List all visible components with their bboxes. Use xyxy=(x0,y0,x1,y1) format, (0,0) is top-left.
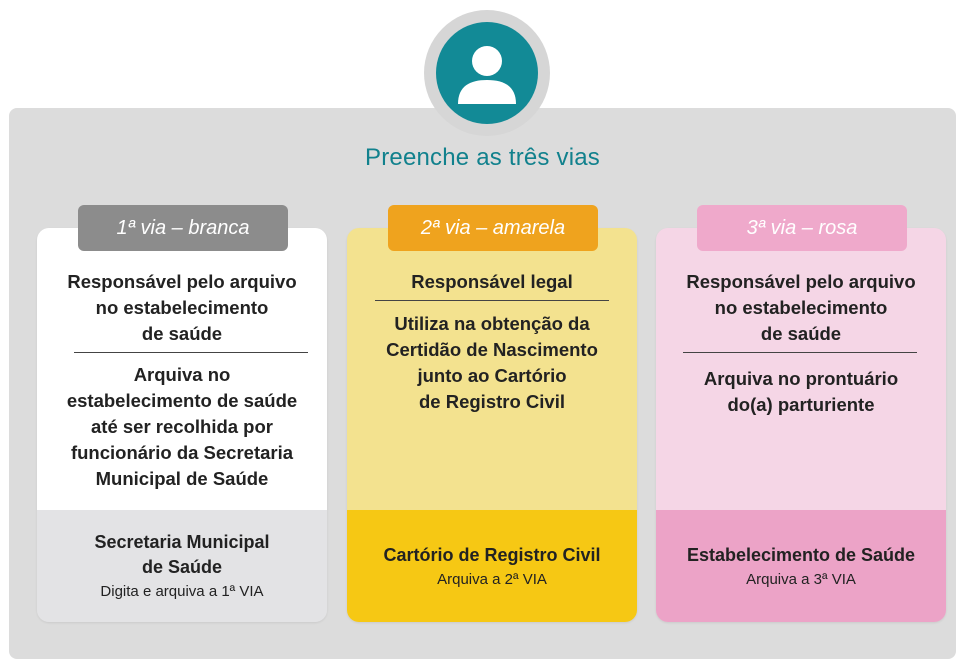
user-icon xyxy=(436,22,538,124)
card-second-copy: Responsável legal Utiliza na obtenção da… xyxy=(347,228,637,622)
card-first-copy-divider xyxy=(74,352,308,353)
card-third-copy-destination-note: Arquiva a 3ª VIA xyxy=(746,570,856,588)
card-first-copy-destination-note: Digita e arquiva a 1ª VIA xyxy=(100,583,264,600)
card-first-copy-destination-box: Secretaria Municipal de Saúde Digita e a… xyxy=(37,510,327,622)
card-first-copy: Responsável pelo arquivo no estabelecime… xyxy=(37,228,327,622)
card-second-copy-role: Responsável legal xyxy=(411,271,573,292)
tab-second-copy-yellow: 2ª via – amarela xyxy=(388,205,598,251)
card-second-copy-destination-box: Cartório de Registro Civil Arquiva a 2ª … xyxy=(347,510,637,622)
card-third-copy: Responsável pelo arquivo no estabelecime… xyxy=(656,228,946,622)
diagram-title: Preenche as três vias xyxy=(365,144,600,171)
card-second-copy-destination-note: Arquiva a 2ª VIA xyxy=(437,570,547,588)
tab-first-copy-white: 1ª via – branca xyxy=(78,205,288,251)
card-second-copy-upper: Responsável legal Utiliza na obtenção da… xyxy=(347,228,637,510)
card-second-copy-destination: Cartório de Registro Civil xyxy=(383,544,601,565)
card-third-copy-destination: Estabelecimento de Saúde xyxy=(686,544,916,565)
card-third-copy-role: Responsável pelo arquivo no estabelecime… xyxy=(686,271,916,344)
tab-third-copy-pink: 3ª via – rosa xyxy=(697,205,907,251)
card-second-copy-divider xyxy=(375,300,609,301)
card-first-copy-action: Arquiva no estabelecimento de saúde até … xyxy=(66,364,298,489)
card-second-copy-action: Utiliza na obtenção da Certidão de Nasci… xyxy=(386,313,598,412)
card-first-copy-role: Responsável pelo arquivo no estabelecime… xyxy=(67,271,297,344)
card-third-copy-action: Arquiva no prontuário do(a) parturiente xyxy=(703,368,899,415)
card-first-copy-upper: Responsável pelo arquivo no estabelecime… xyxy=(37,228,327,510)
card-first-copy-destination: Secretaria Municipal de Saúde xyxy=(94,532,270,577)
card-third-copy-destination-box: Estabelecimento de Saúde Arquiva a 3ª VI… xyxy=(656,510,946,622)
card-third-copy-divider xyxy=(683,352,917,353)
card-third-copy-upper: Responsável pelo arquivo no estabelecime… xyxy=(656,228,946,510)
